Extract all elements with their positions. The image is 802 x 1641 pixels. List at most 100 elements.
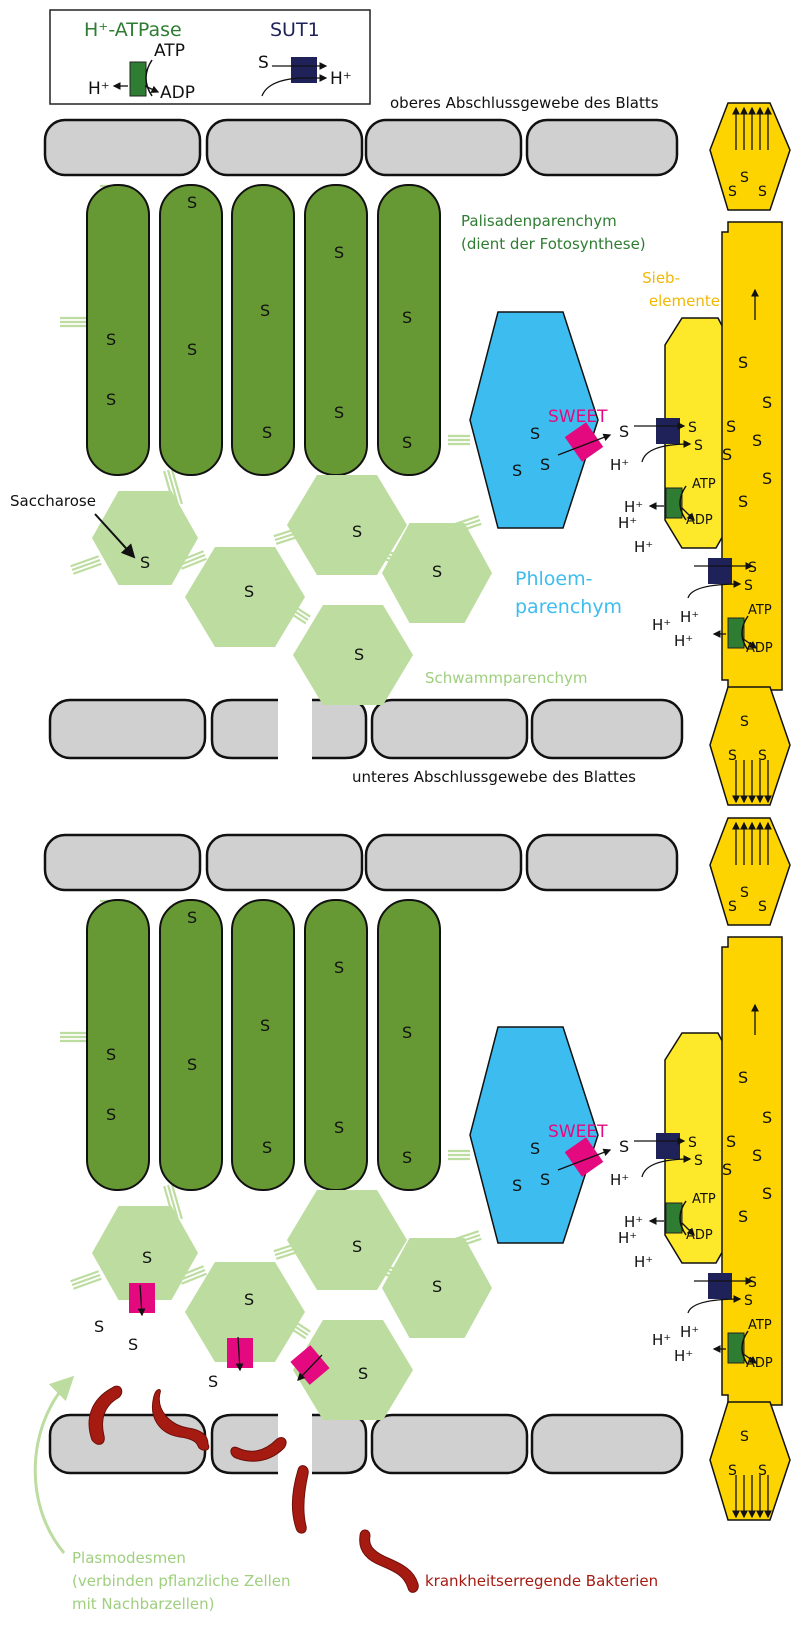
lower-epidermis-cell [50, 1415, 205, 1473]
sucrose-label: S [244, 1290, 254, 1309]
sut1-transporter [656, 1133, 680, 1159]
sucrose-label: S [728, 1463, 737, 1479]
sucrose-label: S [738, 1207, 748, 1226]
lower-epidermis-cell [532, 1415, 682, 1473]
palisade-cell [160, 900, 222, 1190]
sucrose-label: S [694, 438, 703, 454]
proton-label: H⁺ [652, 616, 671, 634]
sucrose-label: S [187, 340, 197, 359]
palisade-cell [378, 900, 440, 1190]
lower-epidermis-cell [372, 1415, 527, 1473]
sucrose-label: S [540, 455, 550, 474]
sucrose-label: S [187, 1055, 197, 1074]
adp-label: ADP [686, 513, 713, 528]
sucrose-label: S [762, 1184, 772, 1203]
sucrose-label: S [740, 170, 749, 186]
adp-label: ADP [746, 1356, 773, 1371]
proton-label: H⁺ [610, 456, 629, 474]
upper-epidermis-cell [207, 120, 362, 175]
proton-label: H⁺ [634, 538, 653, 556]
atp-label: ATP [692, 1192, 716, 1207]
proton-label: H⁺ [680, 608, 699, 626]
sucrose-label: S [728, 899, 737, 915]
palisade-cell [160, 185, 222, 475]
sucrose-label: S [106, 1045, 116, 1064]
legend-atpase-atp: ATP [154, 41, 185, 61]
atp-label: ATP [692, 477, 716, 492]
sucrose-label: S [128, 1335, 138, 1354]
sucrose-label: S [694, 1153, 703, 1169]
lower-epidermis-cell-left-half [212, 1415, 278, 1473]
sucrose-label: S [352, 522, 362, 541]
sucrose-label: S [530, 1139, 540, 1158]
label-plasmo-1: Plasmodesmen [72, 1549, 186, 1567]
sucrose-label: S [722, 1160, 732, 1179]
sucrose-label: S [262, 423, 272, 442]
sucrose-label: S [512, 1176, 522, 1195]
label-palisade-1: Palisadenparenchym [461, 212, 617, 230]
legend-atpase-title: H⁺-ATPase [84, 19, 182, 41]
sucrose-label: S [722, 445, 732, 464]
sucrose-label: S [187, 908, 197, 927]
proton-label: H⁺ [674, 632, 693, 650]
sucrose-label: S [358, 1364, 368, 1383]
sucrose-label: S [740, 714, 749, 730]
label-plasmo-3: mit Nachbarzellen) [72, 1595, 215, 1613]
sucrose-label: S [744, 1293, 753, 1309]
proton-label: H⁺ [680, 1323, 699, 1341]
upper-epidermis-cell [45, 120, 200, 175]
upper-epidermis-cell [366, 120, 521, 175]
label-sweet-bottom: SWEET [548, 1122, 608, 1142]
proton-label: H⁺ [652, 1331, 671, 1349]
label-phloem-1: Phloem- [515, 568, 592, 590]
sut1-transporter [708, 1273, 732, 1299]
sucrose-label: S [142, 1248, 152, 1267]
label-phloem-2: parenchym [515, 596, 622, 618]
sucrose-label: S [728, 748, 737, 764]
sucrose-label: S [738, 353, 748, 372]
sucrose-label: S [140, 553, 150, 572]
sieve-element-bottom [710, 1402, 790, 1520]
sucrose-label: S [726, 1132, 736, 1151]
upper-epidermis-cell [207, 835, 362, 890]
upper-epidermis-cell [45, 835, 200, 890]
sucrose-label: S [260, 301, 270, 320]
lower-epidermis-cell-right-half [312, 1415, 366, 1473]
sucrose-label: S [187, 193, 197, 212]
sucrose-label: S [726, 417, 736, 436]
legend-atpase-icon [130, 62, 146, 96]
upper-epidermis-cell [527, 120, 677, 175]
legend-sut-title: SUT1 [270, 19, 320, 41]
palisade-cell [305, 185, 367, 475]
sut1-transporter [708, 558, 732, 584]
label-bacteria: krankheitserregende Bakterien [425, 1572, 658, 1590]
spongy-cell [293, 605, 413, 705]
legend-atpase-adp: ADP [160, 83, 195, 103]
palisade-cell [87, 185, 149, 475]
sucrose-label: S [762, 1108, 772, 1127]
label-saccharose: Saccharose [10, 492, 96, 510]
legend-sut-icon [291, 57, 317, 83]
lower-epidermis-cell [372, 700, 527, 758]
sucrose-label: S [688, 420, 697, 436]
sucrose-label: S [334, 1118, 344, 1137]
sieve-element-top [710, 103, 790, 210]
legend: H⁺-ATPase ATP H⁺ ADP SUT1 S H⁺ [50, 10, 370, 104]
lower-epidermis-cell [50, 700, 205, 758]
sucrose-label: S [758, 1463, 767, 1479]
sucrose-label: S [619, 1137, 629, 1156]
sieve-element-top [710, 818, 790, 925]
sucrose-label: S [758, 748, 767, 764]
sucrose-label: S [354, 645, 364, 664]
sucrose-label: S [244, 582, 254, 601]
panel-top: SSSSSSSSSSSSSSSSSSSSSSSSSSSSSSSSSSH⁺ATPA… [45, 103, 790, 805]
legend-sut-h: H⁺ [330, 69, 352, 89]
sucrose-label: S [762, 469, 772, 488]
sucrose-label: S [744, 578, 753, 594]
palisade-cell [87, 900, 149, 1190]
sucrose-label: S [530, 424, 540, 443]
sucrose-label: S [334, 243, 344, 262]
adp-label: ADP [746, 641, 773, 656]
sucrose-label: S [752, 431, 762, 450]
legend-atpase-h: H⁺ [88, 79, 110, 99]
